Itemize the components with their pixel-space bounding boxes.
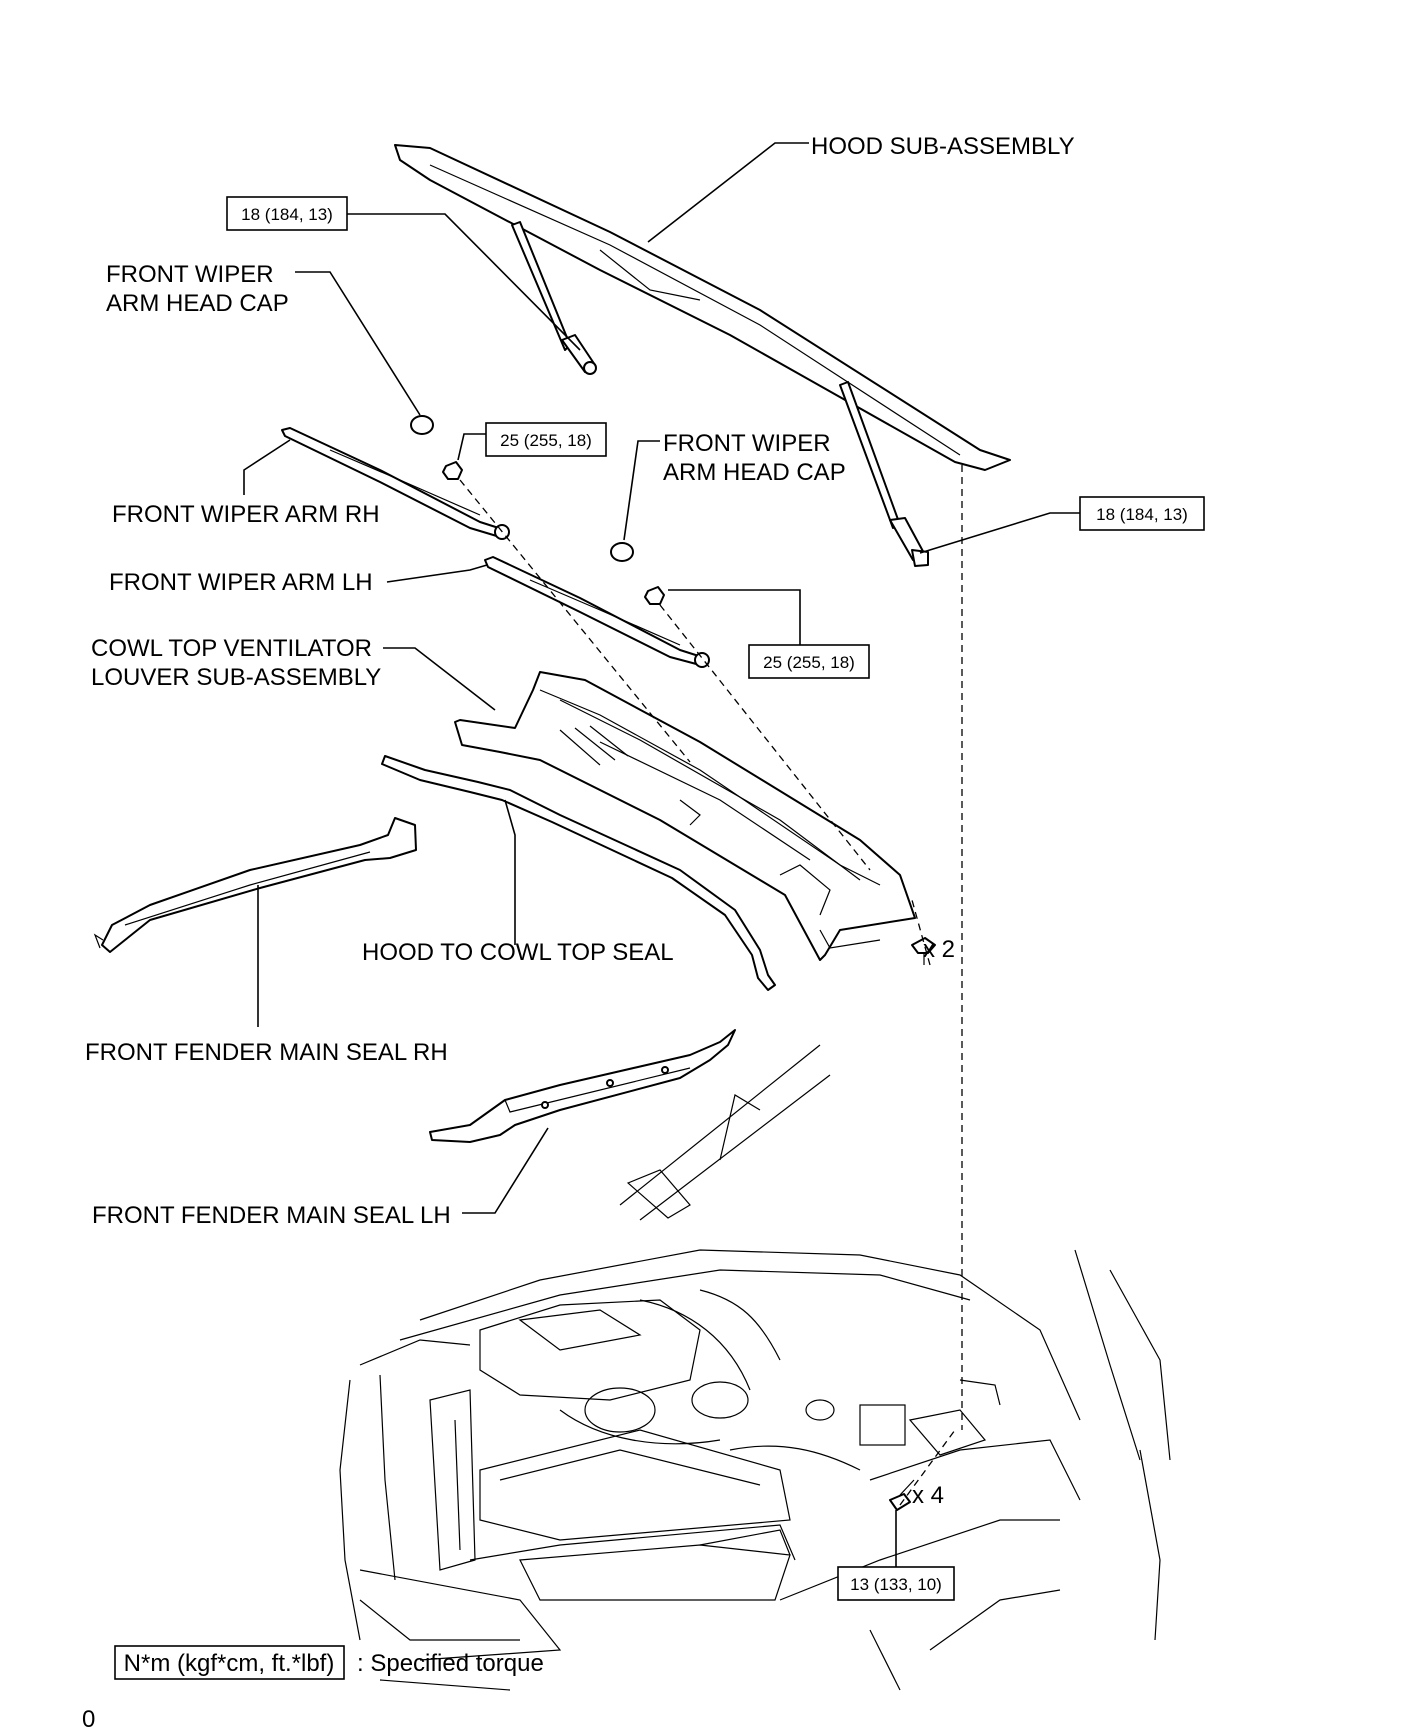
front-wiper-arm-lh: [484, 556, 710, 668]
front-fender-main-seal-lh: [429, 1029, 736, 1143]
hood-sub-assembly-label: HOOD SUB-ASSEMBLY: [811, 133, 1075, 160]
front-wiper-arm-head-cap-left-label-line1: FRONT WIPER: [106, 261, 274, 288]
front-fender-main-seal-rh: [93, 817, 417, 953]
svg-text:18 (184, 13): 18 (184, 13): [241, 205, 333, 224]
cowl-top-ventilator-label-line2: LOUVER SUB-ASSEMBLY: [91, 664, 381, 691]
hood-support-left: [511, 221, 597, 375]
front-wiper-arm-head-cap-right-label-line1: FRONT WIPER: [663, 430, 831, 457]
svg-text:18 (184, 13): 18 (184, 13): [1096, 505, 1188, 524]
cowl-top-ventilator-louver: [454, 671, 916, 961]
wiper-head-cap-left: [410, 415, 434, 435]
torque-box-hood-support-right: 18 (184, 13): [1079, 496, 1205, 531]
page-footer-number: 0: [82, 1706, 95, 1733]
hood-support-right: [839, 381, 929, 567]
svg-text:25 (255, 18): 25 (255, 18): [763, 653, 855, 672]
front-fender-main-seal-rh-label: FRONT FENDER MAIN SEAL RH: [85, 1039, 448, 1066]
front-wiper-arm-head-cap-right-label-line2: ARM HEAD CAP: [663, 459, 846, 486]
torque-legend-unit: N*m (kgf*cm, ft.*lbf): [124, 1650, 335, 1677]
wiper-nut-lh: [644, 586, 665, 605]
front-wiper-arm-lh-label: FRONT WIPER ARM LH: [109, 569, 373, 596]
vehicle-front-illustration: [339, 1044, 1171, 1691]
hood-sub-assembly: [394, 144, 1011, 471]
cowl-top-ventilator-label-line1: COWL TOP VENTILATOR: [91, 635, 372, 662]
torque-box-wiper-nut-lh: 25 (255, 18): [748, 644, 870, 679]
torque-legend-text: : Specified torque: [357, 1650, 544, 1677]
svg-text:13 (133, 10): 13 (133, 10): [850, 1575, 942, 1594]
hood-to-cowl-top-seal: [381, 755, 776, 991]
clip-quantity-label: x 2: [923, 936, 955, 963]
bolt-quantity-label: x 4: [912, 1482, 944, 1509]
torque-box-wiper-nut-rh: 25 (255, 18): [485, 422, 607, 457]
torque-box-hood-support-left: 18 (184, 13): [226, 196, 348, 231]
wiper-nut-rh: [442, 461, 463, 480]
front-wiper-arm-rh-label: FRONT WIPER ARM RH: [112, 501, 380, 528]
svg-text:25 (255, 18): 25 (255, 18): [500, 431, 592, 450]
torque-box-hinge-bolt: 13 (133, 10): [837, 1566, 955, 1601]
front-wiper-arm-head-cap-left-label-line2: ARM HEAD CAP: [106, 290, 289, 317]
front-fender-main-seal-lh-label: FRONT FENDER MAIN SEAL LH: [92, 1202, 451, 1229]
hood-to-cowl-top-seal-label: HOOD TO COWL TOP SEAL: [362, 939, 674, 966]
wiper-head-cap-right: [610, 542, 634, 562]
hinge-bolt-icon: [889, 1479, 915, 1511]
torque-legend: N*m (kgf*cm, ft.*lbf) : Specified torque: [114, 1645, 544, 1680]
